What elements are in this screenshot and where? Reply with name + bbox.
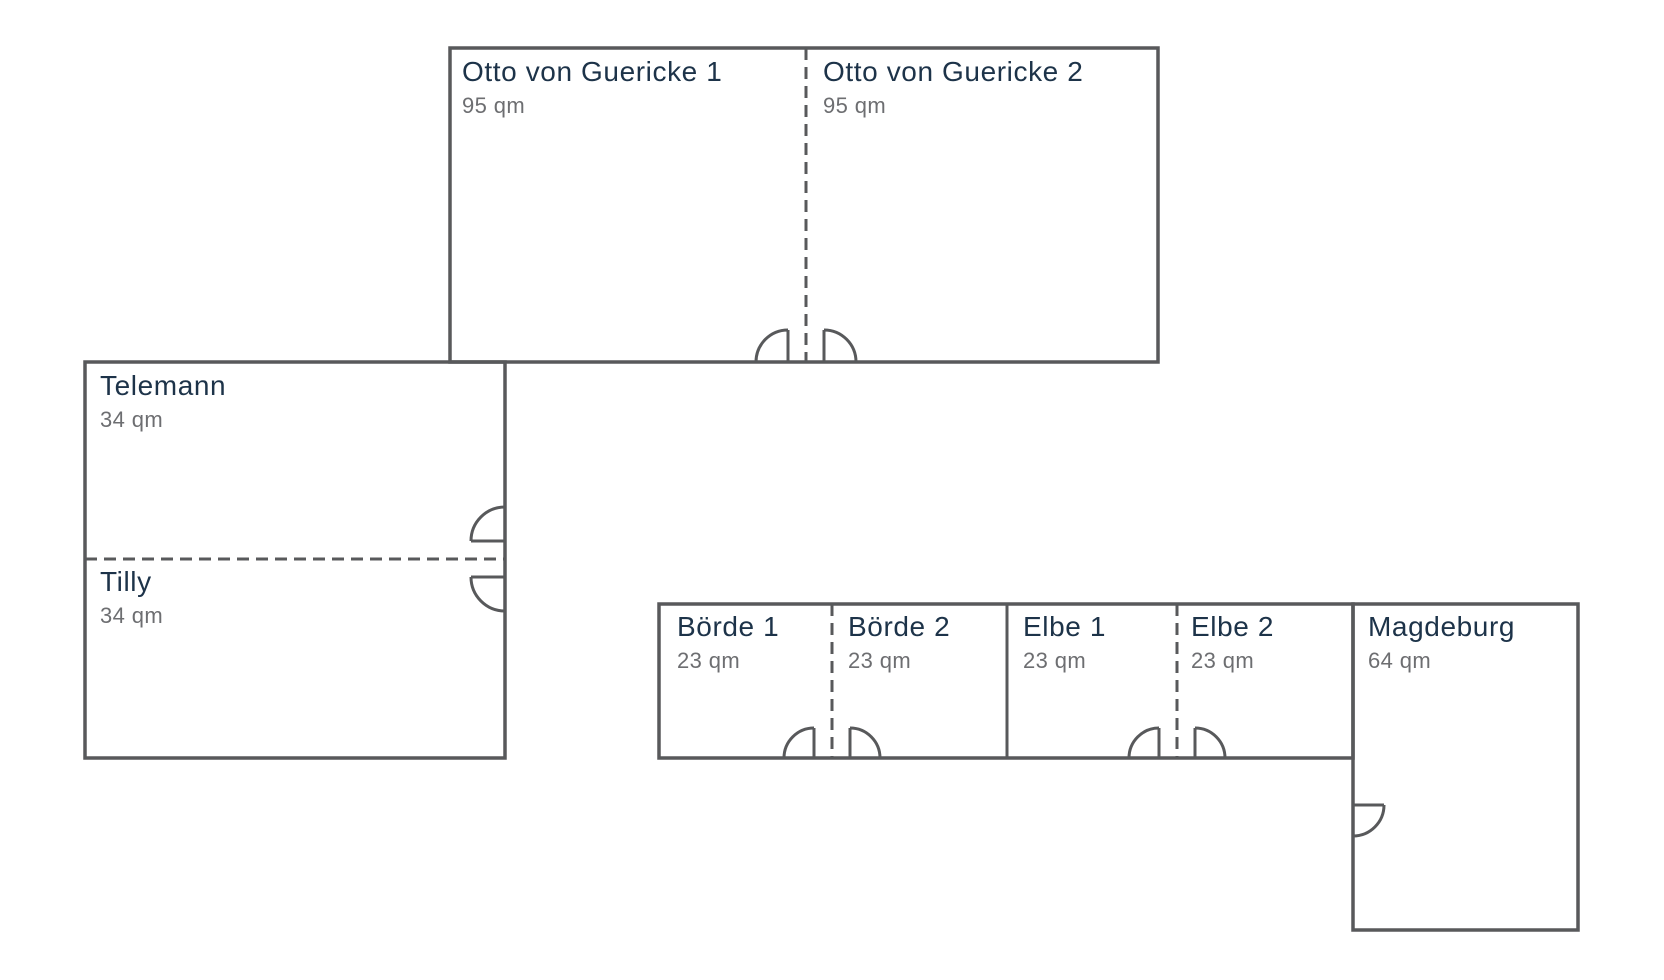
room-name: Börde 2 xyxy=(848,611,951,642)
room-name: Elbe 2 xyxy=(1191,611,1274,642)
door-arc-magdeburg xyxy=(1352,803,1386,838)
door-arc-otto-von-guericke-1 xyxy=(754,328,790,363)
room-label-boerde-2: Börde 2 23 qm xyxy=(848,611,950,674)
door-arc-boerde-1 xyxy=(782,726,816,759)
room-name: Telemann xyxy=(100,370,227,401)
room-area: 64 qm xyxy=(1368,648,1432,673)
room-label-elbe-1: Elbe 1 23 qm xyxy=(1023,611,1106,674)
room-name: Otto von Guericke 1 xyxy=(462,56,723,87)
room-area: 23 qm xyxy=(1023,648,1087,673)
room-name: Tilly xyxy=(100,566,152,597)
room-label-otto-von-guericke-2: Otto von Guericke 2 95 qm xyxy=(823,56,1083,119)
room-name: Elbe 1 xyxy=(1023,611,1106,642)
room-area: 23 qm xyxy=(677,648,741,673)
door-arc-telemann xyxy=(469,505,506,543)
room-label-otto-von-guericke-1: Otto von Guericke 1 95 qm xyxy=(462,56,722,119)
room-label-tilly: Tilly 34 qm xyxy=(100,566,163,629)
room-label-elbe-2: Elbe 2 23 qm xyxy=(1191,611,1274,674)
room-area: 34 qm xyxy=(100,407,164,432)
door-arc-otto-von-guericke-2 xyxy=(822,328,858,363)
room-area: 23 qm xyxy=(848,648,912,673)
room-area: 95 qm xyxy=(823,93,887,118)
room-label-telemann: Telemann 34 qm xyxy=(100,370,226,433)
door-arc-elbe-1 xyxy=(1127,726,1161,759)
room-label-magdeburg: Magdeburg 64 qm xyxy=(1368,611,1515,674)
door-arc-elbe-2 xyxy=(1193,726,1227,759)
door-arc-tilly xyxy=(469,575,506,613)
door-arc-boerde-2 xyxy=(848,726,882,759)
room-name: Otto von Guericke 2 xyxy=(823,56,1084,87)
room-magdeburg-outline xyxy=(1351,602,1580,932)
room-area: 34 qm xyxy=(100,603,164,628)
room-name: Börde 1 xyxy=(677,611,780,642)
room-area: 95 qm xyxy=(462,93,526,118)
room-name: Magdeburg xyxy=(1368,611,1516,642)
room-otto-von-guericke-outline xyxy=(448,46,1160,364)
room-area: 23 qm xyxy=(1191,648,1255,673)
room-label-boerde-1: Börde 1 23 qm xyxy=(677,611,779,674)
